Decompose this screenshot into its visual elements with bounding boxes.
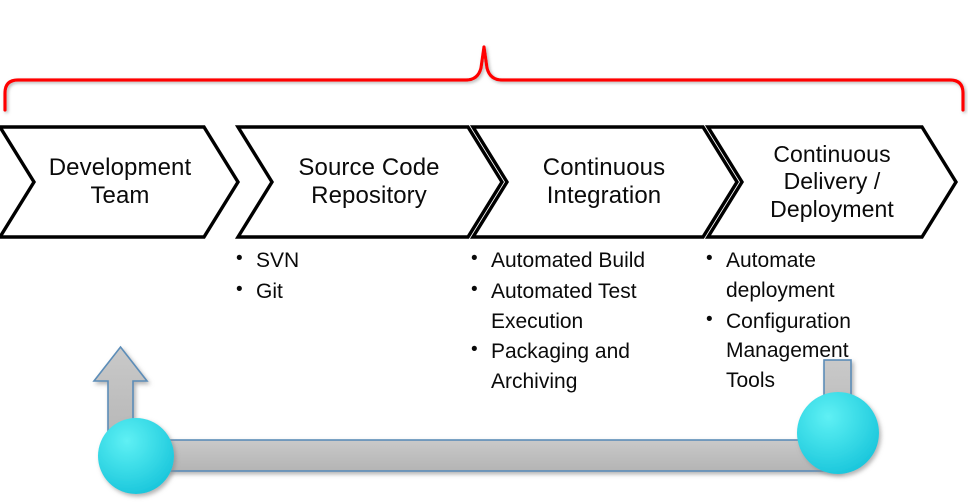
stage-label-continuous-delivery-deployment: Continuous Delivery / Deployment xyxy=(770,141,894,222)
list-item: Automated Build xyxy=(471,245,676,276)
feedback-loop-node-right[interactable] xyxy=(797,392,879,474)
stage-chevron-continuous-integration[interactable] xyxy=(469,124,741,240)
stage-label-development-team: Development Team xyxy=(48,153,192,209)
bullet-list-continuous-delivery-deployment: Automate deployment Configuration Manage… xyxy=(706,245,901,397)
stage-chevron-source-code-repository[interactable] xyxy=(234,124,506,240)
list-item: Automated Test Execution xyxy=(471,276,676,337)
stage-chevron-development-team[interactable] xyxy=(0,124,242,240)
bullet-list-continuous-integration: Automated Build Automated Test Execution… xyxy=(471,245,676,398)
stage-label-source-code-repository: Source Code Repository xyxy=(298,153,440,209)
stage-label-continuous-integration: Continuous Integration xyxy=(542,153,666,209)
list-item: Git xyxy=(236,276,446,307)
bullet-list-source-code-repository: SVN Git xyxy=(236,245,446,308)
list-item: Packaging and Archiving xyxy=(471,336,676,397)
list-item: SVN xyxy=(236,245,446,276)
list-item: Automate deployment xyxy=(706,245,901,306)
feedback-loop-node-left[interactable] xyxy=(98,418,174,494)
list-item: Configuration Management Tools xyxy=(706,306,901,396)
feedback-loop-horizontal-bar xyxy=(127,439,841,472)
stage-chevron-continuous-delivery-deployment[interactable] xyxy=(704,124,960,240)
